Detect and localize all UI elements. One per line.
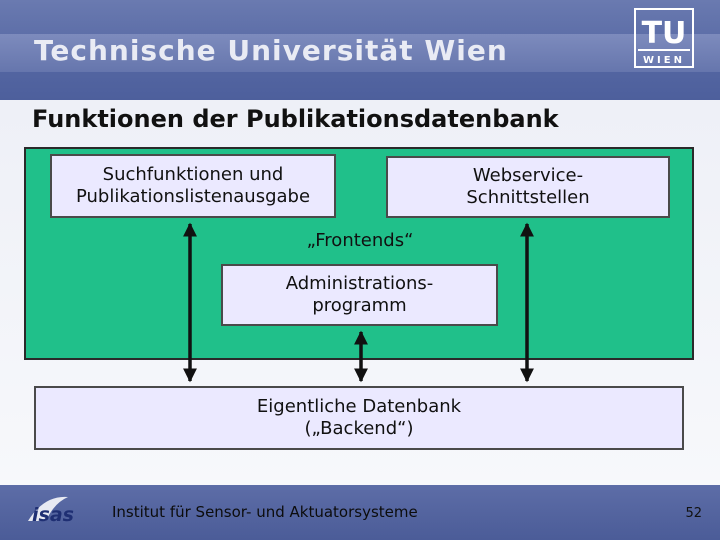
footer-bar bbox=[0, 485, 720, 540]
isas-logo-text: isas bbox=[32, 504, 74, 526]
page-number: 52 bbox=[685, 506, 702, 521]
database-backend-box: Eigentliche Datenbank („Backend“) bbox=[34, 386, 684, 450]
administration-program-box: Administrations- programm bbox=[221, 264, 498, 326]
search-functions-box: Suchfunktionen und Publikationslistenaus… bbox=[50, 154, 336, 218]
tu-wien-logo: TU WIEN bbox=[634, 8, 694, 68]
frontends-label: „Frontends“ bbox=[306, 230, 414, 251]
slide-title: Funktionen der Publikationsdatenbank bbox=[32, 105, 559, 133]
webservice-interfaces-box: Webservice- Schnittstellen bbox=[386, 156, 670, 218]
university-title: Technische Universität Wien bbox=[34, 34, 508, 67]
isas-logo: isas bbox=[28, 496, 74, 526]
header-band bbox=[0, 34, 720, 72]
institute-name: Institut für Sensor- und Aktuatorsysteme bbox=[112, 503, 418, 521]
tu-logo-text: TU bbox=[642, 16, 687, 51]
tu-logo-subtext: WIEN bbox=[643, 55, 685, 66]
